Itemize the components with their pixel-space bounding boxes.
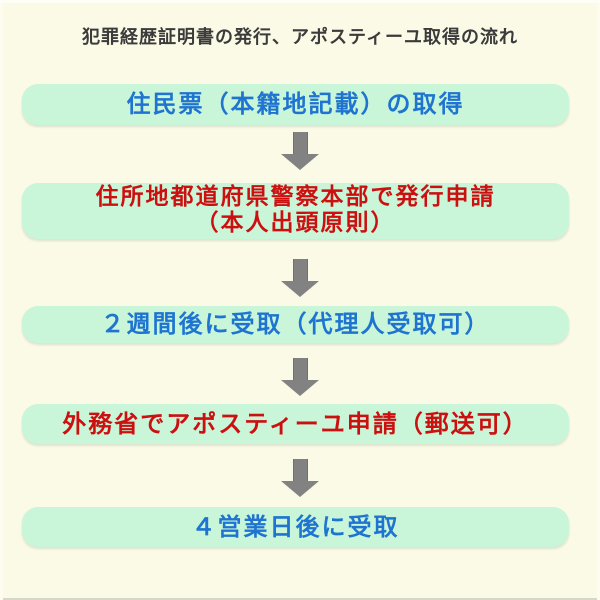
- down-arrow-icon: [281, 132, 319, 170]
- page-title: 犯罪経歴証明書の発行、アポスティーユ取得の流れ: [82, 27, 518, 48]
- step-label: 外務省でアポスティーユ申請（郵送可）: [62, 409, 529, 438]
- flow-step-3: ２週間後に受取（代理人受取可）: [22, 306, 569, 343]
- step-label: 住民票（本籍地記載）の取得: [126, 90, 465, 119]
- flow-step-4: 外務省でアポスティーユ申請（郵送可）: [22, 404, 569, 444]
- down-arrow-icon: [281, 459, 319, 497]
- flow-step-5: ４営業日後に受取: [22, 507, 569, 547]
- flow-step-2: 住所地都道府県警察本部で発行申請 （本人出頭原則）: [22, 183, 569, 239]
- step-label: ２週間後に受取（代理人受取可）: [100, 310, 491, 339]
- down-arrow-icon: [281, 358, 319, 396]
- step-label-line2: （本人出頭原則）: [195, 210, 396, 236]
- step-label: ４営業日後に受取: [191, 512, 400, 541]
- flow-step-1: 住民票（本籍地記載）の取得: [22, 84, 569, 125]
- down-arrow-icon: [281, 259, 319, 297]
- step-label: 住所地都道府県警察本部で発行申請: [95, 184, 496, 211]
